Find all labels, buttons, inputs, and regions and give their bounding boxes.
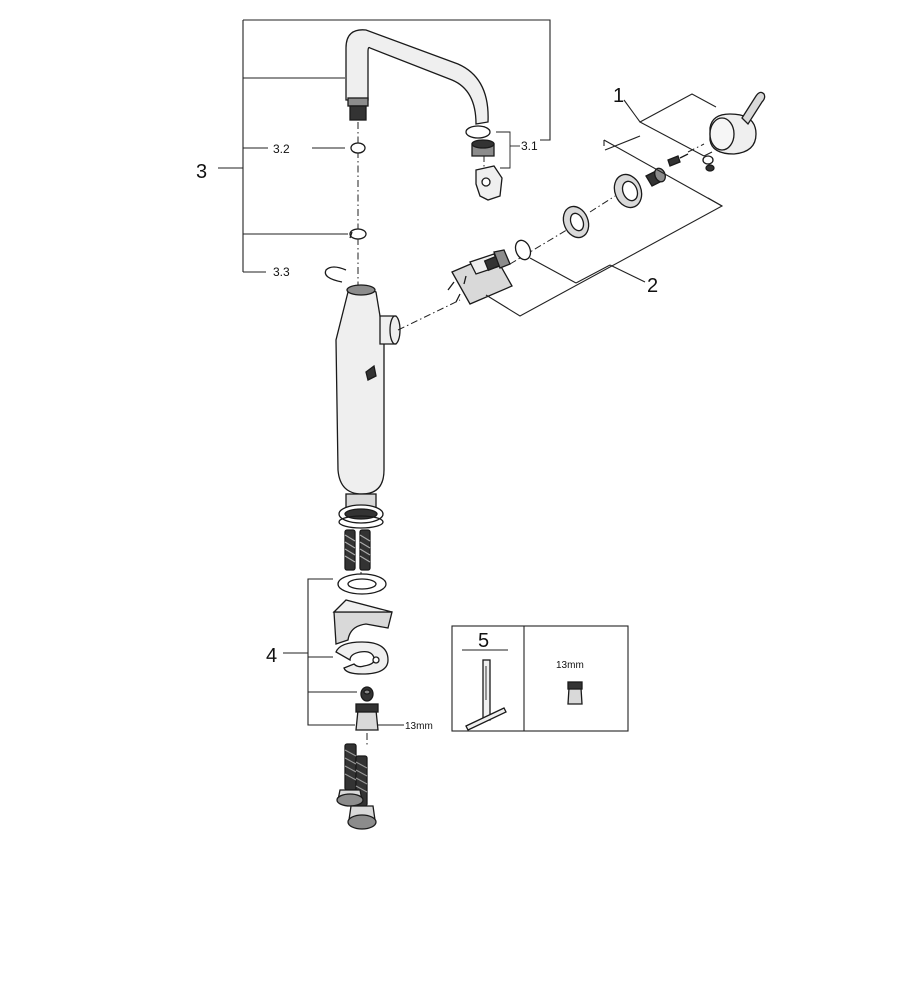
cartridge-seal (514, 239, 532, 261)
callout-1: 1 (613, 85, 624, 107)
supply-hoses (336, 743, 377, 830)
cartridge (447, 249, 513, 305)
cartridge-axis (397, 299, 461, 331)
group-1-bracket (604, 93, 717, 157)
tools-box-size-label: 13mm (556, 660, 584, 671)
faucet-body (335, 284, 401, 511)
tools-box (451, 625, 629, 732)
retaining-clip-3-3 (324, 266, 347, 283)
nut-size-label-main: 13mm (405, 721, 433, 732)
set-screw (667, 153, 689, 167)
callout-2: 2 (647, 275, 658, 297)
small-nut (360, 686, 374, 702)
handle-axis (687, 143, 705, 153)
adapter (645, 167, 666, 187)
mounting-assembly (338, 504, 384, 571)
allen-key-tool (465, 659, 507, 731)
socket-13mm-icon (567, 681, 583, 705)
group-3-bracket (218, 19, 551, 273)
group-2-bracket (485, 139, 724, 317)
handle-screw-cap (702, 155, 715, 172)
spout (345, 29, 489, 125)
tools-box-number: 5 (478, 630, 489, 652)
callout-4: 4 (266, 645, 277, 667)
callout-3: 3 (196, 161, 207, 183)
callout-3-3: 3.3 (273, 265, 290, 279)
cartridge-axis-3 (589, 195, 616, 213)
spout-clip (349, 228, 367, 240)
callout-3-2: 3.2 (273, 142, 290, 156)
cartridge-cap (613, 173, 643, 209)
group-4-bracket (283, 578, 404, 726)
o-ring-3-2 (350, 142, 366, 154)
horseshoe-washer (335, 641, 389, 675)
aerator-set-3-1 (465, 125, 520, 201)
cartridge-nut (562, 205, 590, 239)
hex-nut-13mm (355, 703, 379, 731)
anti-rotation-plate (332, 599, 393, 645)
lever-handle (709, 91, 766, 155)
washer-top (337, 573, 387, 595)
callout-3-1: 3.1 (521, 139, 538, 153)
